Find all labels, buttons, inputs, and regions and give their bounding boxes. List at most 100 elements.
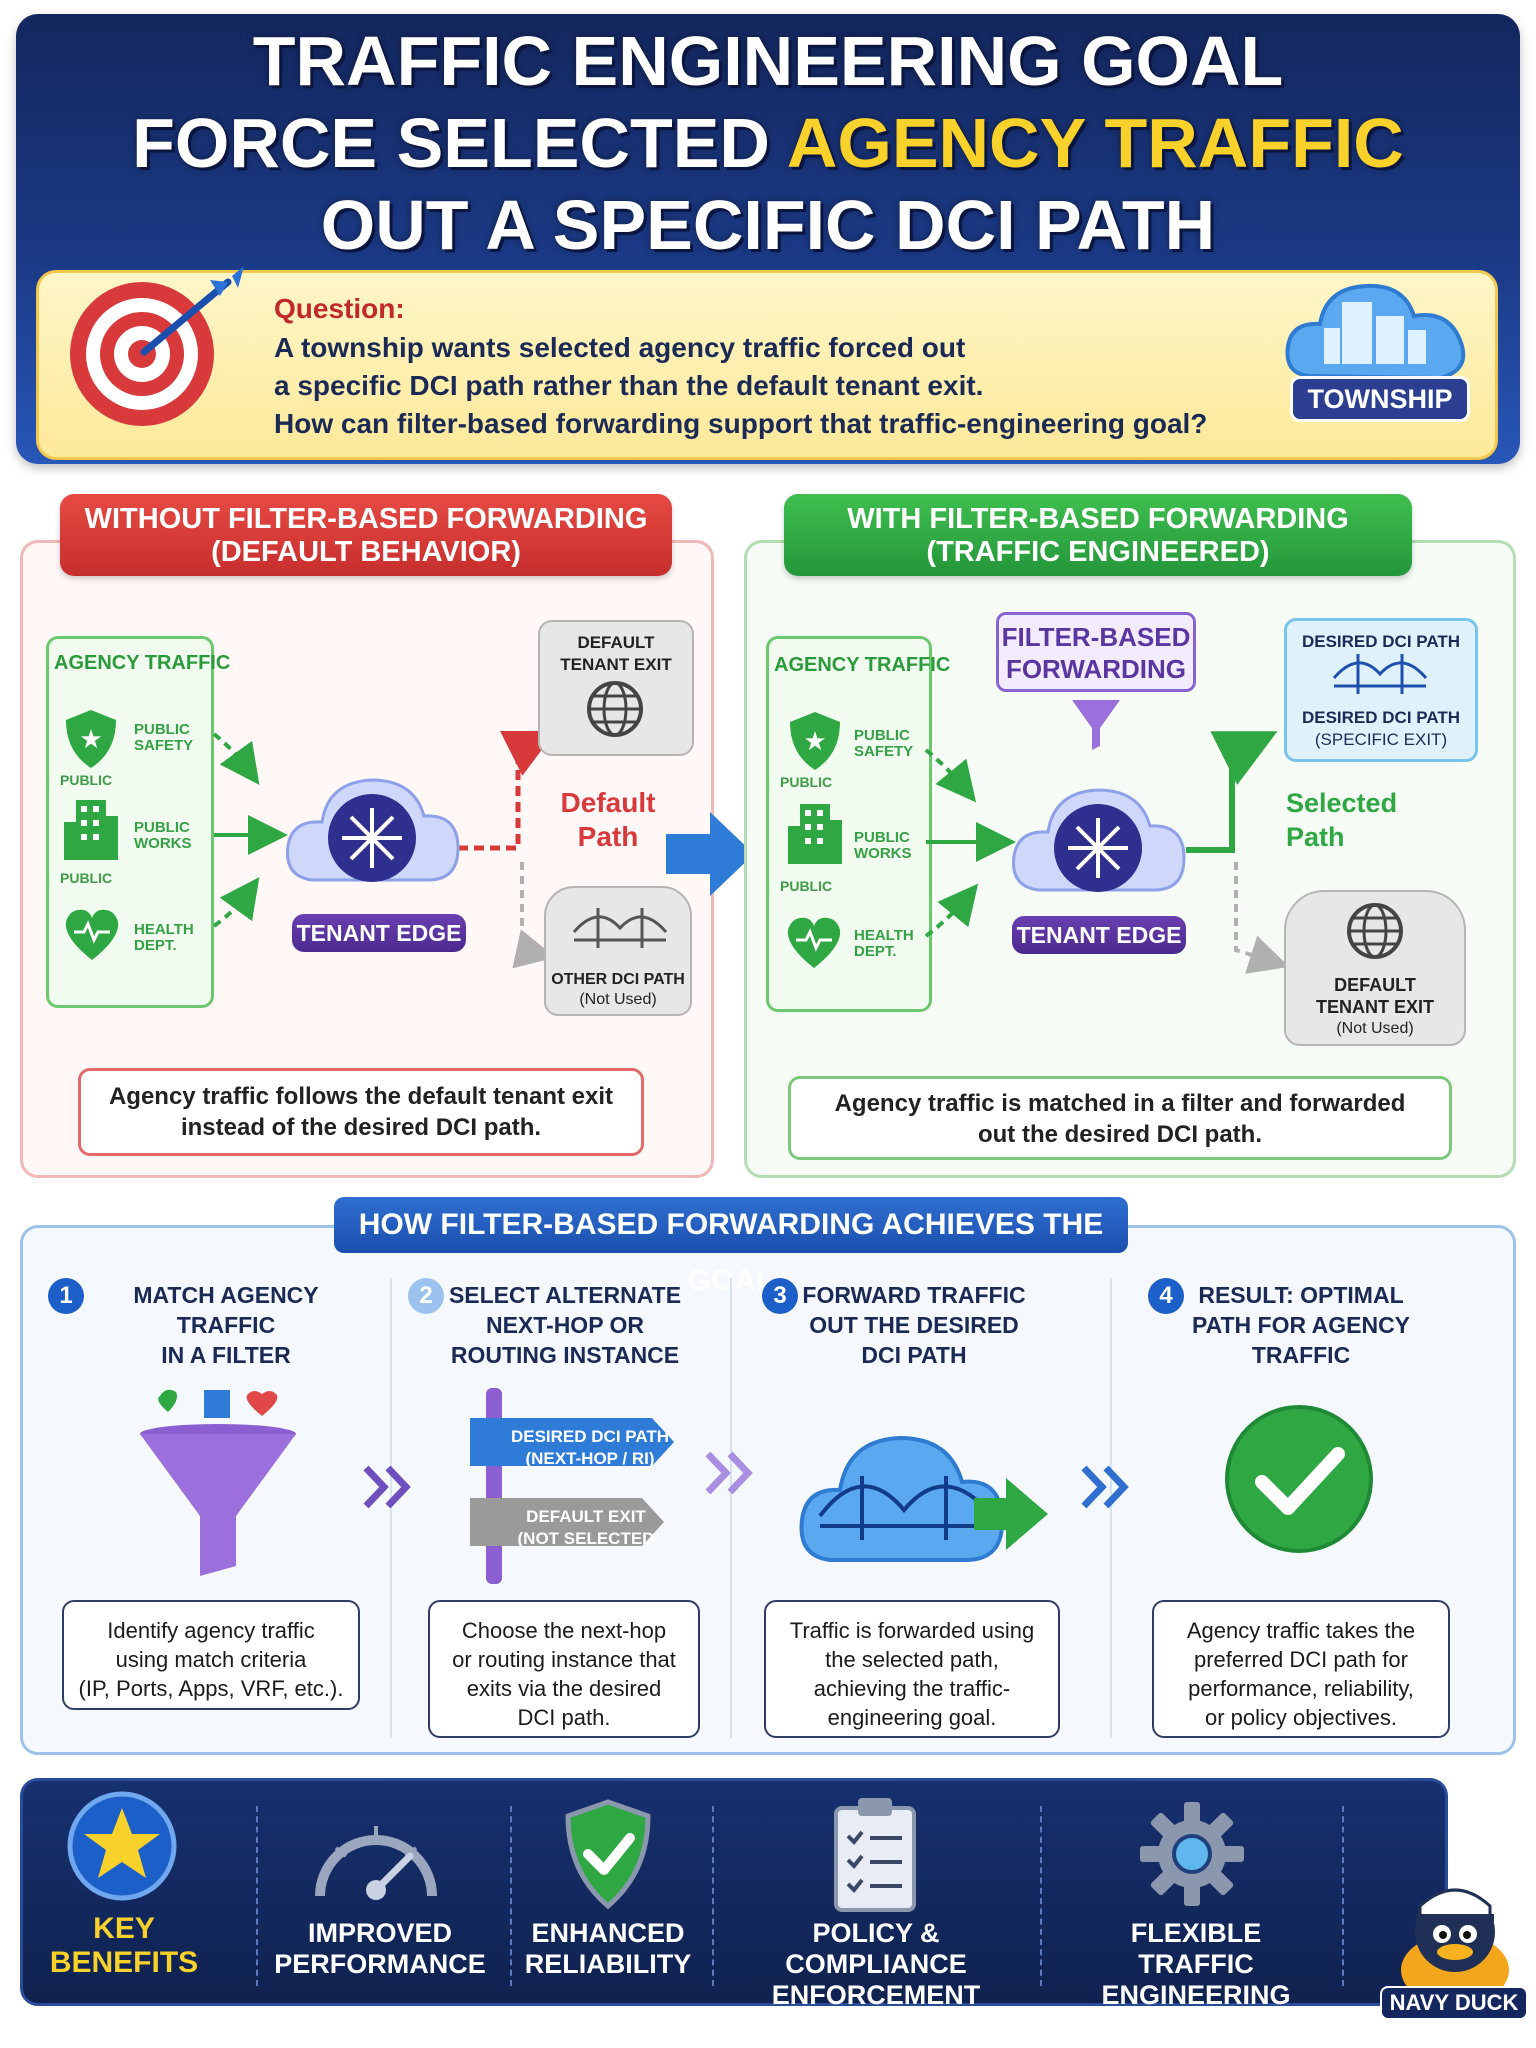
benefit-2: ENHANCED RELIABILITY	[520, 1918, 696, 1980]
step-2-desc: Choose the next-hop or routing instance …	[428, 1600, 700, 1738]
desired-line-1: DESIRED DCI PATH	[1301, 708, 1461, 727]
step-2-title-line-2: NEXT-HOP OR	[485, 1312, 645, 1338]
divider	[1342, 1806, 1344, 1986]
selected-path-arrows	[924, 731, 1290, 974]
step-4-title-line-3: TRAFFIC	[1251, 1342, 1351, 1368]
shield-icon: ★	[66, 710, 116, 768]
default-exit-line-1: DEFAULT	[577, 633, 655, 652]
benefit-2-line-1: ENHANCED	[531, 1918, 685, 1948]
fbf-line-2: FORWARDING	[1005, 654, 1187, 684]
step-2-desc-line-2: or routing instance that	[452, 1647, 676, 1672]
benefit-2-line-2: RELIABILITY	[524, 1949, 692, 1979]
dept-label-public-safety-right: PUBLIC SAFETY	[854, 727, 914, 760]
step-4-desc-line-4: or policy objectives.	[1205, 1705, 1397, 1730]
divider	[712, 1806, 714, 1986]
without-note: Agency traffic follows the default tenan…	[78, 1068, 644, 1156]
title-line-3: OUT A SPECIFIC DCI PATH	[320, 186, 1216, 264]
step-2-desc-line-4: DCI path.	[517, 1705, 611, 1730]
dept-label-public-safety-left: PUBLIC SAFETY	[134, 721, 194, 754]
public-label-right-2: PUBLIC	[780, 878, 833, 894]
step-1-title-line-1: MATCH AGENCY TRAFFIC	[133, 1282, 319, 1338]
other-dci-line-1: OTHER DCI PATH	[551, 971, 685, 988]
step-3-desc: Traffic is forwarded using the selected …	[764, 1600, 1060, 1738]
bridge-icon-blue	[1332, 654, 1428, 694]
question-box	[36, 270, 1498, 460]
checkmark-icon	[1225, 1405, 1373, 1553]
with-note: Agency traffic is matched in a filter an…	[788, 1076, 1452, 1160]
selected-path-line-1: Selected	[1286, 788, 1398, 818]
benefit-1-line-2: PERFORMANCE	[274, 1949, 486, 1979]
step-number-2: 2	[408, 1278, 444, 1314]
svg-text:★: ★	[803, 727, 826, 757]
divider	[256, 1806, 258, 1986]
benefit-1-line-1: IMPROVED	[307, 1918, 453, 1948]
divider	[510, 1806, 512, 1986]
public-label-right-1: PUBLIC	[780, 774, 833, 790]
dept-label-health-right: HEALTH DEPT.	[854, 927, 914, 960]
step-number-3: 3	[762, 1278, 798, 1314]
without-note-line-2: instead of the desired DCI path.	[180, 1114, 542, 1141]
title-highlight: AGENCY TRAFFIC	[786, 104, 1404, 182]
step-2-title-line-3: ROUTING INSTANCE	[450, 1342, 680, 1368]
question-label: Question:	[274, 293, 405, 324]
step-4-title-line-2: PATH FOR AGENCY	[1191, 1312, 1411, 1338]
shield-check-icon	[565, 1799, 651, 1910]
desired-dci-path-box: DESIRED DCI PATH DESIRED DCI PATH (SPECI…	[1284, 618, 1478, 762]
step-1-title-line-2: IN A FILTER	[161, 1342, 291, 1368]
column-divider	[730, 1278, 732, 1738]
default-path-line-1: Default	[560, 787, 656, 818]
with-note-line-1: Agency traffic is matched in a filter an…	[834, 1090, 1406, 1117]
chevron-right-icon	[363, 1465, 411, 1509]
globe-icon	[1347, 903, 1403, 959]
step-1-desc-line-3: (IP, Ports, Apps, VRF, etc.).	[78, 1676, 344, 1701]
step-3-title-line-3: DCI PATH	[861, 1342, 967, 1368]
signpost-icon	[470, 1388, 674, 1584]
tenant-edge-cloud-right	[1012, 788, 1186, 892]
step-3-desc-line-3: achieving the traffic-	[813, 1676, 1011, 1701]
other-dci-path-box: OTHER DCI PATH (Not Used)	[544, 886, 692, 1016]
key-benefits-title: KEY BENEFITS	[49, 1912, 199, 1979]
title-line-2: FORCE SELECTED AGENCY TRAFFIC	[0, 102, 1536, 184]
step-1-title: MATCH AGENCY TRAFFIC IN A FILTER	[96, 1280, 356, 1370]
building-icon	[64, 800, 118, 860]
step-3-desc-line-4: engineering goal.	[827, 1705, 997, 1730]
question-line-3: How can filter-based forwarding support …	[274, 408, 1208, 439]
with-note-line-2: out the desired DCI path.	[977, 1121, 1262, 1148]
benefit-4-line-2: ENGINEERING	[1101, 1980, 1291, 2010]
with-banner: WITH FILTER-BASED FORWARDING (TRAFFIC EN…	[784, 494, 1412, 576]
dept-label-public-works-right: PUBLIC WORKS	[854, 829, 912, 862]
default-path-line-2: Path	[577, 821, 639, 852]
step-4-desc-line-1: Agency traffic takes the	[1186, 1618, 1416, 1643]
question-line-2: a specific DCI path rather than the defa…	[274, 370, 984, 401]
page-title: TRAFFIC ENGINEERING GOAL FORCE SELECTED …	[0, 20, 1536, 266]
gauge-icon	[315, 1826, 437, 1900]
step-1-desc-line-1: Identify agency traffic	[107, 1618, 315, 1643]
default-path-arrows	[212, 731, 556, 969]
globe-icon	[587, 681, 643, 737]
step-4-desc: Agency traffic takes the preferred DCI p…	[1152, 1600, 1450, 1738]
key-benefits-bar	[20, 1778, 1448, 2006]
sign-desired-dci: DESIRED DCI PATH (NEXT-HOP / RI)	[510, 1426, 670, 1470]
column-divider	[390, 1278, 392, 1738]
tenant-edge-cloud-left	[286, 778, 460, 882]
step-3-title-line-2: OUT THE DESIRED	[809, 1312, 1019, 1338]
benefit-3: POLICY & COMPLIANCE ENFORCEMENT	[730, 1918, 1022, 2011]
default-exit-line-2: TENANT EXIT	[560, 655, 672, 674]
selected-path-line-2: Path	[1286, 822, 1345, 852]
heart-icon	[787, 917, 841, 968]
sign-desired-line-2: (NEXT-HOP / RI)	[525, 1449, 655, 1468]
column-divider	[1110, 1278, 1112, 1738]
township-badge: TOWNSHIP	[1290, 376, 1470, 422]
step-number-4: 4	[1148, 1278, 1184, 1314]
svg-text:★: ★	[79, 725, 102, 755]
transition-arrow-icon	[666, 812, 754, 896]
dept-label-public-works-left: PUBLIC WORKS	[134, 819, 192, 852]
step-2-desc-line-3: exits via the desired	[466, 1676, 662, 1701]
agency-traffic-title-right: AGENCY TRAFFIC	[774, 654, 951, 676]
sign-default-line-2: (NOT SELECTED	[517, 1529, 655, 1548]
step-1-desc-line-2: using match criteria	[115, 1647, 307, 1672]
bridge-icon-grey	[572, 908, 668, 948]
default-tenant-exit-box-right: DEFAULT TENANT EXIT (Not Used)	[1284, 890, 1466, 1046]
target-icon	[70, 266, 244, 426]
step-4-title-line-1: RESULT: OPTIMAL	[1198, 1282, 1404, 1308]
